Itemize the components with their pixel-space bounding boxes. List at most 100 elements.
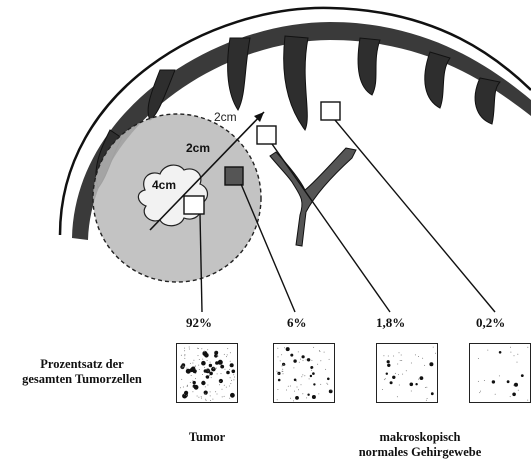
background-speck — [478, 381, 479, 382]
cell-dot — [286, 347, 290, 351]
background-speck — [234, 377, 235, 378]
background-speck — [184, 354, 185, 355]
cell-dot — [201, 361, 206, 366]
background-speck — [277, 348, 278, 349]
background-speck — [207, 349, 208, 350]
background-speck — [216, 355, 217, 356]
background-speck — [211, 377, 212, 378]
background-speck — [527, 347, 528, 348]
background-speck — [230, 352, 231, 353]
background-speck — [233, 379, 234, 380]
background-speck — [214, 367, 215, 368]
cell-dot — [307, 358, 310, 361]
background-speck — [517, 362, 518, 363]
measure-core-label: 4cm — [152, 178, 176, 192]
background-speck — [210, 395, 211, 396]
background-speck — [411, 363, 412, 364]
cell-dot — [521, 374, 524, 377]
cell-dot — [387, 360, 390, 363]
background-speck — [207, 360, 208, 361]
background-speck — [415, 354, 416, 355]
cell-dot — [514, 383, 518, 387]
cell-dot — [392, 376, 395, 379]
percentage-near: 1,8% — [376, 315, 405, 331]
background-speck — [224, 396, 225, 397]
background-speck — [224, 385, 225, 386]
background-speck — [301, 384, 302, 385]
background-speck — [298, 351, 299, 352]
background-speck — [195, 373, 196, 374]
cell-dot — [191, 367, 195, 371]
background-speck — [297, 387, 298, 388]
cell-dot — [312, 372, 315, 375]
background-speck — [318, 393, 319, 394]
cell-dot — [312, 395, 316, 399]
background-speck — [222, 389, 223, 390]
cell-dot — [295, 396, 299, 400]
background-speck — [479, 392, 480, 393]
background-speck — [478, 358, 479, 359]
background-speck — [385, 378, 386, 379]
cell-dot — [204, 391, 208, 395]
background-speck — [514, 355, 515, 356]
cell-dot — [410, 383, 414, 387]
sample-box-far — [321, 102, 340, 120]
background-speck — [426, 387, 427, 388]
background-speck — [201, 396, 202, 397]
background-speck — [294, 391, 295, 392]
cell-dot — [512, 393, 516, 397]
cell-dot — [313, 383, 315, 385]
background-speck — [426, 400, 427, 401]
background-speck — [198, 397, 199, 398]
background-speck — [210, 362, 211, 363]
background-speck — [210, 391, 211, 392]
background-speck — [208, 371, 209, 372]
background-speck — [395, 373, 396, 374]
background-speck — [281, 354, 282, 355]
background-speck — [189, 349, 190, 350]
background-speck — [282, 371, 283, 372]
background-speck — [317, 364, 318, 365]
background-speck — [278, 373, 279, 374]
background-speck — [427, 398, 428, 399]
background-speck — [320, 384, 321, 385]
background-speck — [181, 379, 182, 380]
cell-dot — [282, 363, 285, 366]
background-speck — [209, 369, 210, 370]
background-speck — [393, 356, 394, 357]
background-speck — [388, 356, 389, 357]
background-speck — [217, 394, 218, 395]
background-speck — [518, 390, 519, 391]
background-speck — [277, 389, 278, 390]
background-speck — [495, 394, 496, 395]
background-speck — [309, 378, 310, 379]
background-speck — [230, 383, 231, 384]
background-speck — [216, 368, 217, 369]
cell-dot — [194, 385, 199, 390]
sample-box-tumor — [184, 196, 204, 214]
background-speck — [487, 350, 488, 351]
background-speck — [304, 375, 305, 376]
background-speck — [215, 391, 216, 392]
background-speck — [205, 399, 206, 400]
background-speck — [204, 367, 205, 368]
label-normal-line-1: makroskopisch — [330, 430, 510, 445]
cell-dot — [277, 372, 280, 375]
background-speck — [397, 364, 398, 365]
background-speck — [283, 373, 284, 374]
background-speck — [184, 350, 185, 351]
cell-dot — [232, 370, 236, 374]
background-speck — [193, 360, 194, 361]
background-speck — [400, 360, 401, 361]
background-speck — [312, 368, 313, 369]
background-speck — [230, 377, 231, 378]
background-speck — [301, 376, 302, 377]
background-speck — [201, 398, 202, 399]
background-speck — [286, 390, 287, 391]
background-speck — [311, 360, 312, 361]
background-speck — [220, 381, 221, 382]
background-speck — [182, 366, 183, 367]
background-speck — [210, 400, 211, 401]
background-speck — [313, 347, 314, 348]
background-speck — [229, 369, 230, 370]
